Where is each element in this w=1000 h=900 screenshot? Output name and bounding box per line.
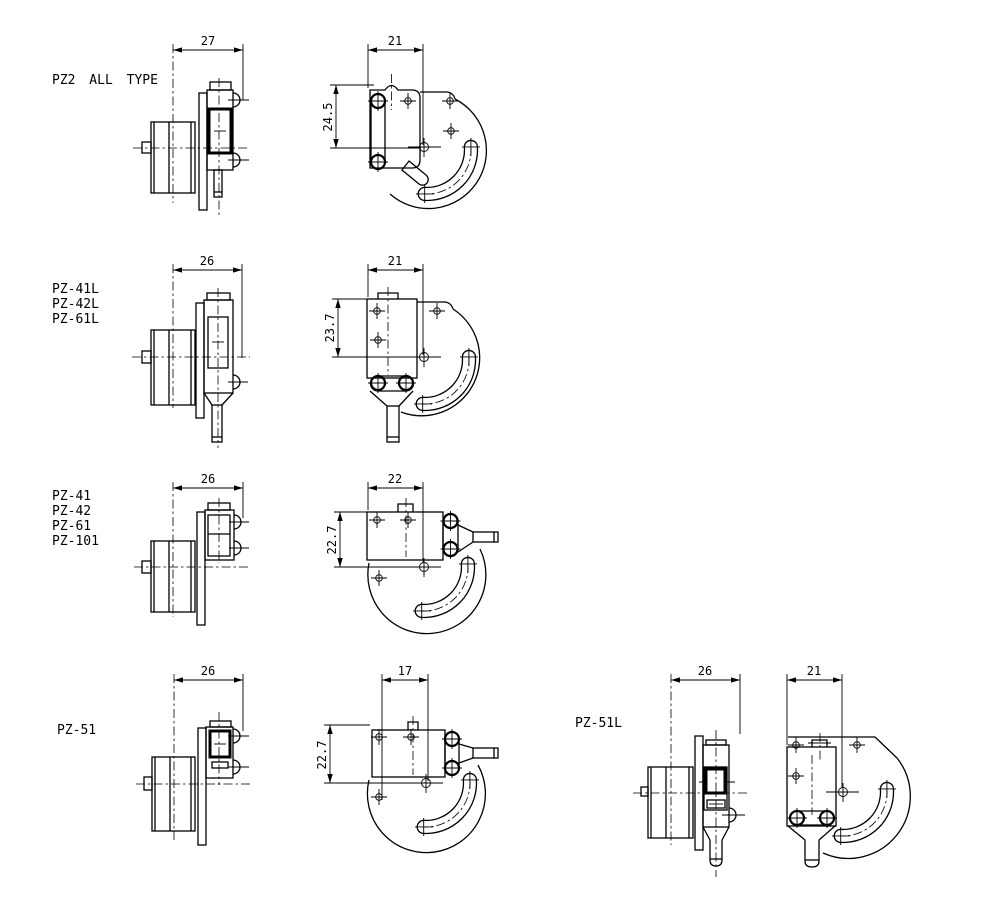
dimension-front-height: 23.7	[323, 298, 420, 358]
dim-text: 26	[201, 472, 215, 486]
pz-41l-front-view: 21 23.7	[323, 254, 481, 443]
pz-41-side-view: 26	[134, 472, 250, 626]
switch-body	[206, 89, 234, 171]
top-tab	[209, 81, 232, 91]
model-label: PZ-61	[52, 519, 91, 534]
top-tab	[209, 720, 232, 728]
model-label: PZ-51L	[575, 716, 622, 731]
dimension-front-width: 21	[367, 34, 424, 145]
cable-taper	[203, 392, 234, 406]
adjust-slot	[415, 349, 477, 412]
plate-outline	[400, 308, 481, 417]
dim-text: 26	[698, 664, 712, 678]
plate-top-edge	[420, 91, 456, 100]
plate-outline	[367, 548, 487, 635]
shaft-nub	[143, 776, 153, 791]
model-label: PZ-42	[52, 504, 91, 519]
pz-51-side-view: 26	[136, 664, 250, 846]
dimension-front-width: 21	[786, 664, 843, 788]
cable-taper	[702, 826, 730, 841]
side-tabs	[232, 92, 241, 168]
side-tabs	[233, 514, 242, 556]
pz-41l-side-view: 26	[132, 254, 250, 448]
plate-outline	[822, 757, 911, 860]
cable	[804, 840, 820, 868]
model-label: PZ-42L	[52, 297, 99, 312]
cable	[472, 747, 499, 759]
lever	[401, 160, 429, 186]
dimension-front-height: 24.5	[321, 84, 421, 149]
pz-51l-front-view: 21	[786, 664, 911, 868]
model-label: PZ-51	[57, 723, 96, 738]
adjust-slot	[417, 139, 479, 202]
plate-outline	[389, 98, 488, 210]
dim-text: 22.7	[315, 741, 329, 770]
cable-taper	[369, 390, 414, 407]
window-frame	[703, 766, 728, 811]
dimension-front-width: 17	[381, 664, 429, 800]
cable-taper	[458, 743, 474, 764]
top-tab	[206, 292, 231, 301]
mounting-plate	[197, 727, 207, 846]
model-label: PZ-41L	[52, 282, 99, 297]
mounting-plate	[198, 92, 208, 211]
dim-text: 23.7	[323, 314, 337, 343]
plate-top-edge	[788, 736, 898, 759]
dim-text: 21	[388, 254, 402, 268]
pz2-side-view: 27	[133, 34, 250, 215]
dim-text: 24.5	[321, 103, 335, 132]
dim-text: 21	[388, 34, 402, 48]
switch-window	[208, 729, 232, 759]
dim-text: 22	[388, 472, 402, 486]
dim-text: 26	[200, 254, 214, 268]
lower-slot	[211, 761, 229, 769]
dimension-side-width: 27	[173, 34, 244, 100]
shaft-nub	[141, 141, 152, 154]
cable-taper	[457, 524, 474, 553]
cable-taper	[787, 825, 836, 841]
dim-text: 26	[201, 664, 215, 678]
dimension-side-width: 26	[173, 254, 243, 358]
model-label: PZ-41	[52, 489, 91, 504]
dim-text: 17	[398, 664, 412, 678]
model-label: PZ-101	[52, 534, 99, 549]
switch-window	[704, 767, 727, 795]
dimension-front-height: 22.7	[325, 511, 419, 568]
plate-top-edge	[417, 301, 454, 310]
cylinder	[647, 766, 694, 839]
plate-outline	[366, 764, 487, 854]
shaft-nub	[640, 786, 649, 797]
cable	[472, 531, 499, 543]
dim-text: 22.7	[325, 526, 339, 555]
switch-window	[207, 316, 229, 369]
dim-text: 21	[807, 664, 821, 678]
cable	[386, 405, 400, 443]
model-label: PZ-61L	[52, 312, 99, 327]
body-outline	[786, 746, 837, 827]
cable	[211, 404, 223, 443]
pz-51-front-view: 17 22.7	[315, 664, 499, 854]
dimension-side-width: 26	[174, 664, 244, 731]
bottom-pin	[213, 169, 223, 198]
dim-text: 27	[201, 34, 215, 48]
body-outline	[366, 298, 418, 379]
cylinder	[151, 756, 196, 832]
dimension-side-width: 26	[173, 472, 244, 518]
dimension-front-height: 22.7	[315, 724, 421, 784]
mounting-plate	[196, 511, 206, 626]
pz-41-front-view: 22 22.7	[325, 472, 499, 635]
dimension-front-width: 21	[367, 254, 424, 355]
model-label-pz2-all-type: PZ2 ALL TYPE	[52, 73, 158, 88]
body-outline	[369, 84, 421, 169]
switch-window	[207, 107, 233, 155]
top-tab	[705, 739, 727, 746]
dimension-side-width: 26	[671, 664, 741, 734]
dimension-front-width: 22	[367, 472, 424, 563]
pz-51l-side-view: 26	[633, 664, 750, 877]
mounting-plate	[195, 302, 205, 419]
pz2-front-view: 21 24.5	[321, 34, 488, 210]
